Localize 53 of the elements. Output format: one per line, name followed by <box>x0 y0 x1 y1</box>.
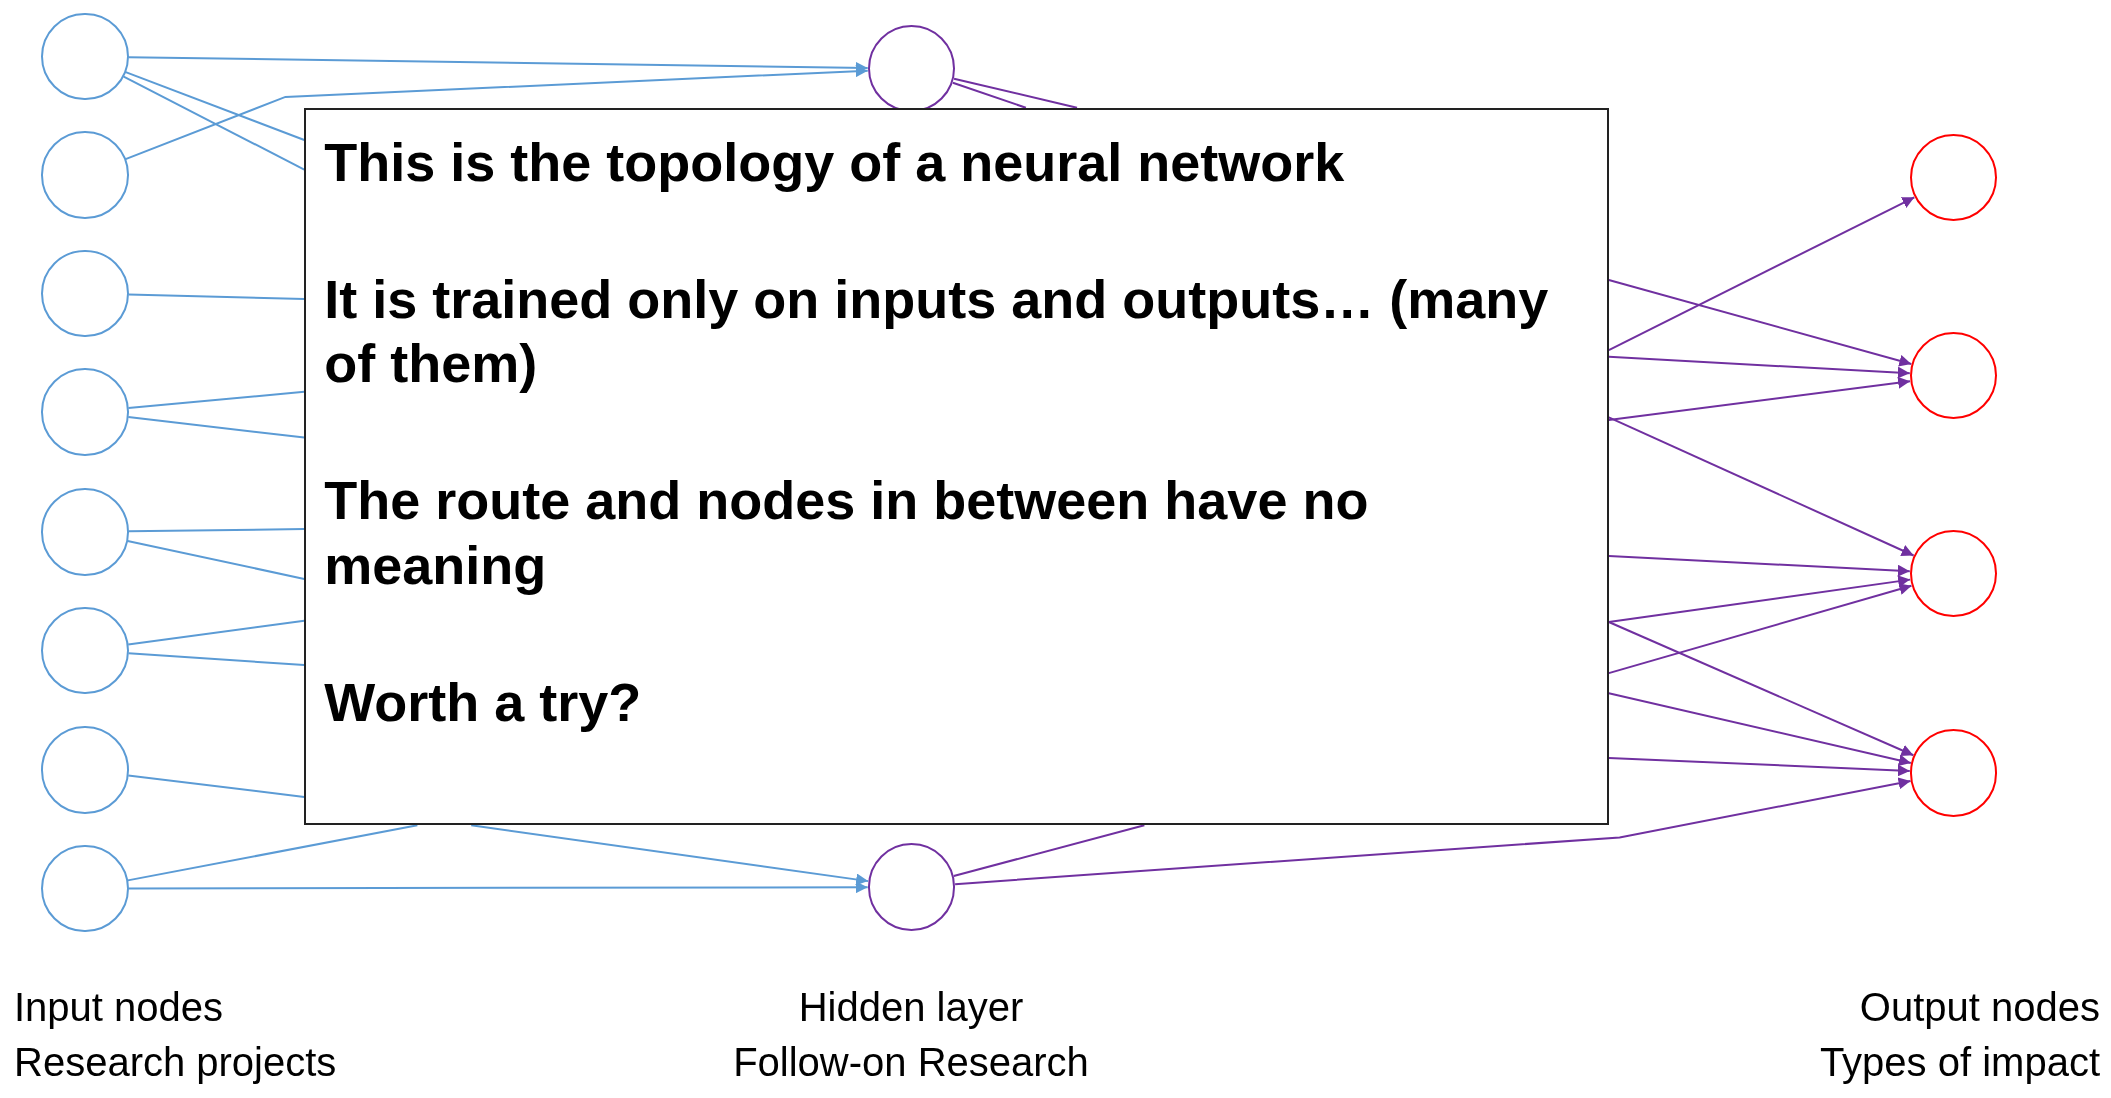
connector-line <box>127 652 306 667</box>
note-text: The route and nodes in between have no meaning <box>324 469 1370 597</box>
column-label: Research projects <box>14 1040 337 1084</box>
arrow <box>1607 555 1911 577</box>
connector-line <box>124 71 306 141</box>
arrow <box>1607 621 1915 757</box>
arrow <box>1607 196 1916 352</box>
column-label: Output nodes <box>1859 985 2100 1029</box>
note-text: Worth a try? <box>324 670 643 734</box>
column-label: Hidden layer <box>798 985 1024 1029</box>
connector-line <box>126 539 306 580</box>
connector-line <box>951 81 1027 109</box>
connector-line <box>127 528 306 533</box>
arrow <box>127 881 869 894</box>
input-node-circle <box>41 606 129 694</box>
arrow <box>1607 279 1913 367</box>
hidden-node-circle <box>867 843 956 931</box>
column-label: Types of impact <box>1819 1040 2100 1084</box>
connector-line <box>952 824 1146 877</box>
note-text: This is the topology of a neural network <box>324 130 1346 194</box>
note-text: It is trained only on inputs and outputs… (many of them) <box>324 267 1550 396</box>
arrow <box>1607 756 1911 777</box>
output-node-circle <box>1909 331 1998 420</box>
connector-line <box>127 416 306 439</box>
connector-line <box>953 77 1079 109</box>
connector-line <box>127 390 306 409</box>
input-node-circle <box>41 368 129 456</box>
connector-line <box>122 75 306 171</box>
arrow <box>470 824 870 886</box>
connector-line <box>126 824 419 882</box>
input-node-circle <box>41 488 129 576</box>
input-node-circle <box>41 726 129 814</box>
input-node-circle <box>41 131 129 219</box>
output-node-circle <box>1909 729 1998 817</box>
column-label: Input nodes <box>14 985 224 1029</box>
input-node-circle <box>41 12 129 101</box>
connector-line <box>127 774 306 798</box>
column-label: Follow-on Research <box>733 1040 1089 1084</box>
text-box <box>304 107 1609 826</box>
connector-line <box>127 293 306 300</box>
arrow <box>1607 355 1911 379</box>
arrow <box>1607 692 1912 767</box>
output-node-circle <box>1909 133 1998 222</box>
output-node-circle <box>1909 529 1998 618</box>
connector-line <box>127 619 306 646</box>
arrow <box>954 777 1912 886</box>
arrow <box>1607 583 1913 675</box>
input-node-circle <box>41 844 129 933</box>
arrow <box>1607 376 1912 422</box>
arrow <box>1607 575 1912 623</box>
arrow <box>1607 416 1915 557</box>
arrow <box>124 65 869 161</box>
input-node-circle <box>41 249 129 338</box>
